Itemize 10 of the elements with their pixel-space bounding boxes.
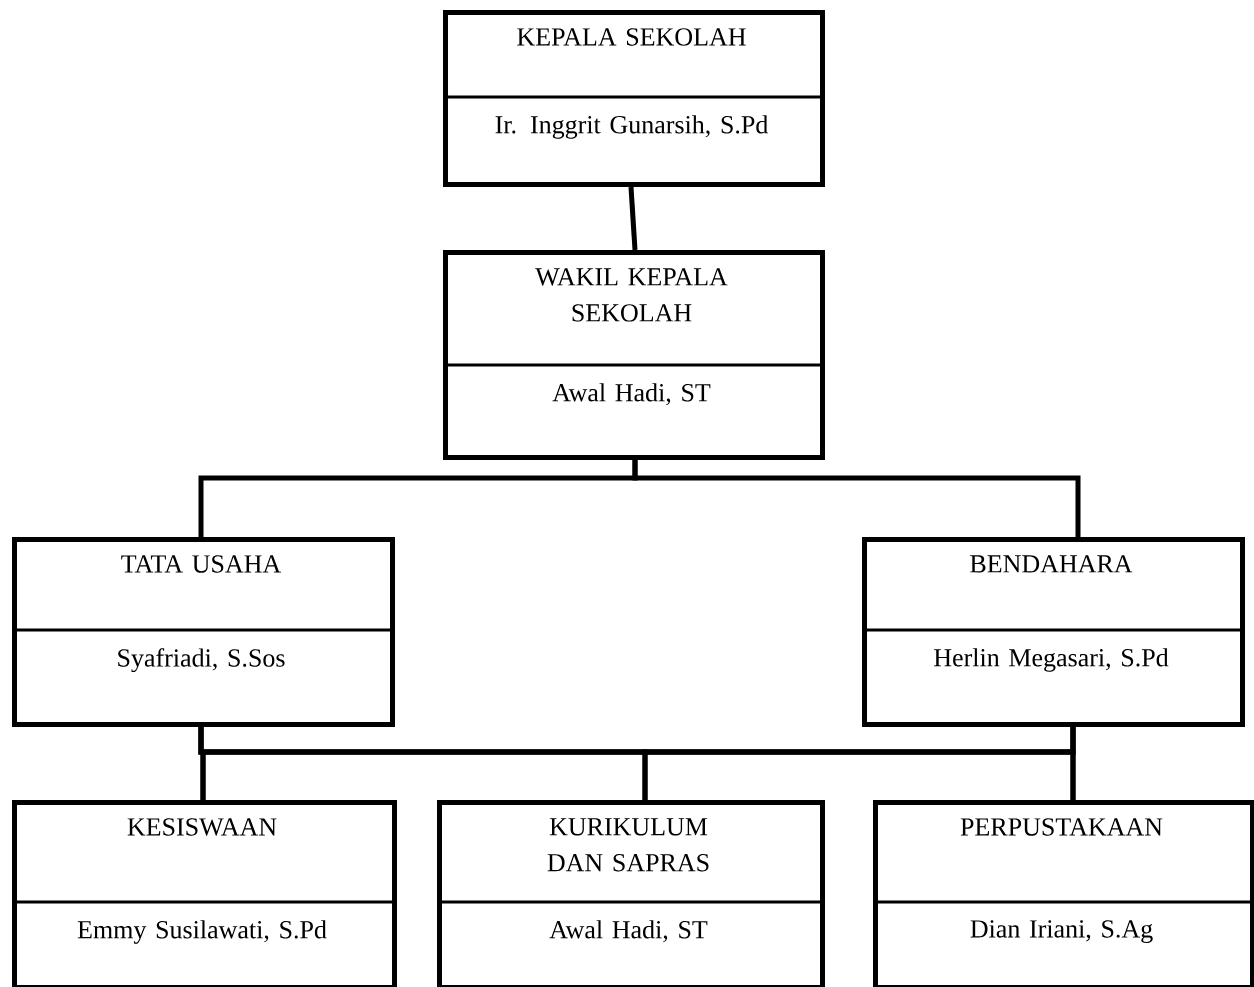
org-box: TATA USAHA Syafriadi, S.Sos (12, 537, 395, 727)
org-box: BENDAHARA Herlin Megasari, S.Pd (862, 537, 1245, 727)
connector-line (628, 186, 638, 251)
org-box: WAKIL KEPALA SEKOLAH Awal Hadi, ST (443, 250, 825, 460)
org-box: KEPALA SEKOLAH Ir. Inggrit Gunarsih, S.Pd (443, 10, 825, 187)
org-box: KESISWAAN Emmy Susilawati, S.Pd (12, 800, 397, 987)
org-box: PERPUSTAKAAN Dian Iriani, S.Ag (873, 800, 1254, 987)
org-box: KURIKULUM DAN SAPRAS Awal Hadi, ST (437, 800, 825, 987)
connector-line (632, 460, 1081, 537)
connector-line (1070, 727, 1076, 800)
